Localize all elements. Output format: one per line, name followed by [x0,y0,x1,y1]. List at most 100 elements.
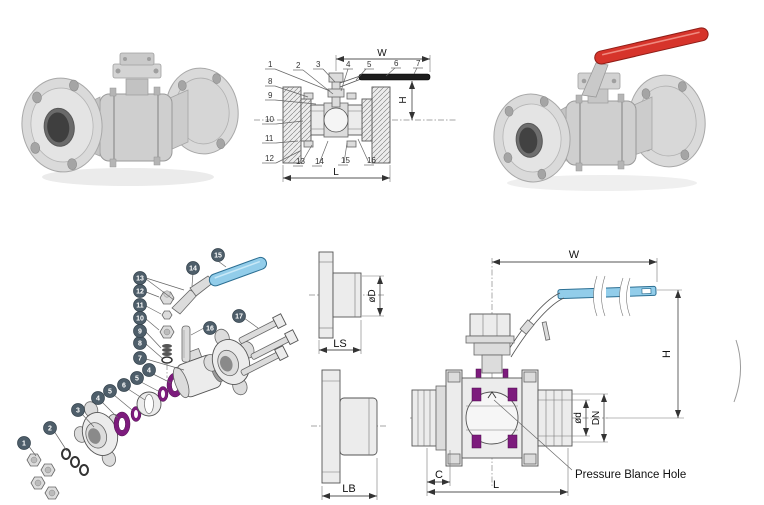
seat [471,387,482,402]
part-numbers: 1 2 3 4 5 6 7 8 9 10 11 12 13 [262,59,423,167]
bolts [238,313,299,376]
badge-14: 14 [189,266,197,273]
part-9: 9 [268,91,273,100]
bore [519,127,538,154]
pressure-balance-hole [487,391,497,399]
photo-shadow [42,168,214,186]
dim-c-label: C [435,469,443,481]
part-6: 6 [394,59,399,68]
flange-ls: øD LS [309,251,385,354]
part-1: 1 [268,60,273,69]
dim-h: H [657,289,682,418]
badge-5: 5 [108,389,112,396]
dim-h-label: H [661,350,673,358]
photo-valve-grayscale [21,52,239,186]
valve-cross-section [282,72,391,164]
badge-4b: 4 [147,368,151,375]
part-7: 7 [416,59,421,68]
section-drawing: W H L 1 2 3 4 5 6 7 [254,48,457,182]
red-handle [581,27,709,98]
dim-od: ød [572,399,590,437]
right-cap [521,369,539,467]
dim-l: L [282,165,391,182]
left-cap [445,369,463,467]
part-badges: 1 2 3 4 5 6 5 4 7 8 9 10 11 12 13 14 15 … [17,248,259,457]
part-5: 5 [367,60,372,69]
stem [181,325,191,363]
badge-2: 2 [48,426,52,433]
dim-h-label: H [398,96,409,103]
seat [507,387,518,402]
badge-3: 3 [76,408,80,415]
bore [47,112,70,143]
valve-body [99,86,173,168]
right-pipe-end [537,389,573,447]
seat [507,434,518,449]
part-4: 4 [346,60,351,69]
dim-od-label: ød [573,412,584,424]
blue-handle [505,275,657,358]
badge-17: 17 [235,314,243,321]
right-connector [169,89,189,151]
dim-l-label: L [333,167,339,178]
mounting-pad [112,52,162,96]
exploded-parts [26,256,299,500]
stem-assembly [465,313,515,379]
dim-w-label: W [569,249,580,261]
dim-c: C [426,448,451,496]
badge-11: 11 [136,303,144,310]
badge-12: 12 [136,289,144,296]
badge-15: 15 [214,253,222,260]
handle-lock-tab [519,319,535,335]
stem-nut [328,72,344,83]
dim-h: H [398,81,415,120]
dim-dn-label: DN [591,411,602,425]
badge-8: 8 [138,341,142,348]
washers [61,448,89,476]
dimension-drawing: W H [410,249,742,496]
badge-6: 6 [122,383,126,390]
annotation-label: Pressure Blance Hole [575,469,686,481]
flange-views: øD LS LB [309,251,387,500]
left-flange [493,93,571,183]
badge-9: 9 [138,329,142,336]
part-16: 16 [367,156,376,165]
break-arc [733,339,742,403]
part-13: 13 [296,157,305,166]
valve-body-section [411,369,573,467]
badge-16: 16 [206,326,214,333]
flange-lb: LB [311,369,387,500]
dim-w: W [492,249,658,282]
dim-bore-label: øD [367,289,378,302]
right-connector [633,96,653,156]
badge-4: 4 [96,396,100,403]
handle-assembly [171,256,267,315]
seat [471,434,482,449]
handle-lever-metal [581,62,609,98]
ball [323,107,349,133]
o-ring [161,356,173,364]
handle [339,73,431,88]
dim-ls-label: LS [333,338,346,350]
badge-5b: 5 [135,376,139,383]
badge-1: 1 [22,441,26,448]
part-2: 2 [296,61,301,70]
end-cap-flange-right [203,328,255,396]
hex-nuts [26,453,60,500]
dim-w: W [335,48,431,72]
dim-w-label: W [377,48,387,59]
dim-l-label: L [493,479,499,491]
part-11: 11 [265,134,274,143]
badge-7: 7 [138,356,142,363]
photo-shadow [507,175,697,191]
part-10: 10 [265,115,274,124]
part-8: 8 [268,77,273,86]
part-15: 15 [341,156,350,165]
part-12: 12 [265,154,274,163]
handle-arm [505,292,561,355]
stem-stack [159,290,191,378]
valve-body [565,93,637,172]
dim-l: L [427,448,569,496]
dim-lb-label: LB [342,483,355,495]
